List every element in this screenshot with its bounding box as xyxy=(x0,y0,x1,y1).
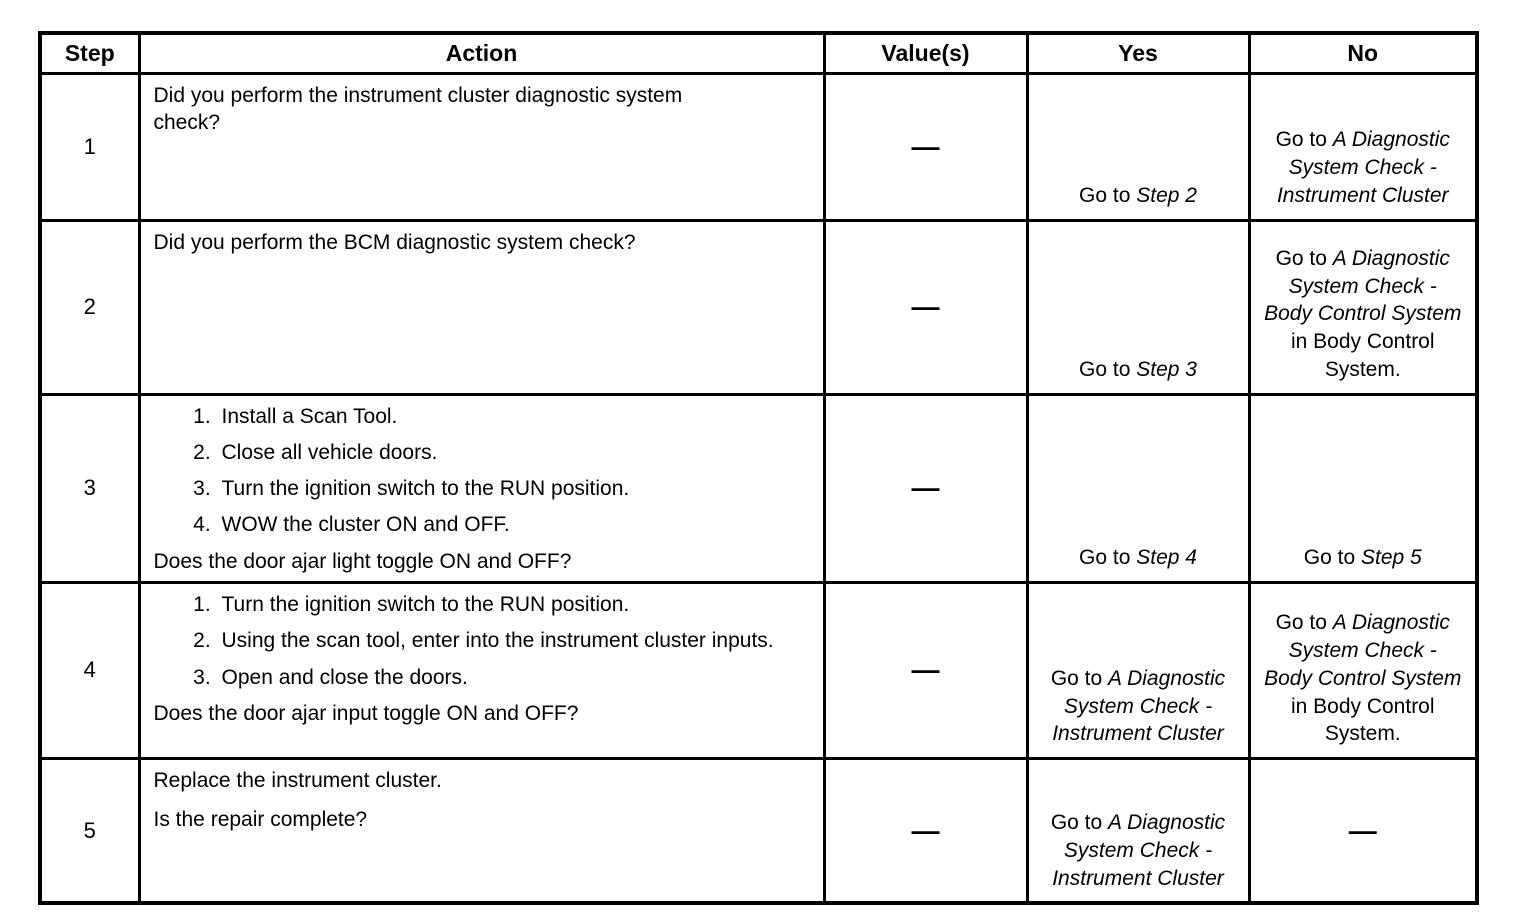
value-cell: — xyxy=(822,218,1029,396)
action-step-item: Using the scan tool, enter into the inst… xyxy=(217,627,811,654)
goto-text: in Body Control System. xyxy=(1290,694,1435,746)
goto-reference: A Diagnostic System Check - Body Control… xyxy=(1264,611,1462,690)
action-step-item: Turn the ignition switch to the RUN posi… xyxy=(217,591,811,618)
header-row: Step Action Value(s) Yes No xyxy=(38,31,1479,75)
step-cell: 3 xyxy=(38,392,141,584)
action-cell: Did you perform the BCM diagnostic syste… xyxy=(137,218,826,396)
goto-reference: Step 3 xyxy=(1136,357,1197,381)
goto-text: Go to xyxy=(1079,183,1137,207)
table-row: 3 Install a Scan Tool. Close all vehicle… xyxy=(38,392,1479,584)
goto-reference: Step 4 xyxy=(1136,546,1197,570)
no-cell: — xyxy=(1247,756,1479,905)
header-action: Action xyxy=(137,31,826,75)
goto-text: Go to xyxy=(1050,666,1109,690)
header-no: No xyxy=(1247,31,1479,75)
no-cell: Go to A Diagnostic System Check - Body C… xyxy=(1247,218,1479,396)
goto-text: Go to xyxy=(1275,611,1333,635)
action-step-item: WOW the cluster ON and OFF. xyxy=(217,511,811,538)
goto-reference: Step 5 xyxy=(1360,546,1422,570)
action-cell: Replace the instrument cluster. Is the r… xyxy=(137,756,826,905)
yes-cell: Go to A Diagnostic System Check - Instru… xyxy=(1025,580,1251,760)
header-step: Step xyxy=(38,31,141,75)
action-cell: Did you perform the instrument cluster d… xyxy=(137,71,826,222)
no-cell: Go to A Diagnostic System Check - Body C… xyxy=(1247,580,1479,760)
action-question: Does the door ajar input toggle ON and O… xyxy=(153,701,579,725)
action-step-item: Turn the ignition switch to the RUN posi… xyxy=(217,475,811,502)
goto-text: Go to xyxy=(1275,128,1333,152)
value-cell: — xyxy=(822,580,1029,760)
step-cell: 5 xyxy=(38,756,141,905)
yes-cell: Go to Step 2 xyxy=(1025,71,1251,222)
goto-text: Go to xyxy=(1079,357,1137,381)
step-cell: 2 xyxy=(38,218,141,396)
action-steps-list: Install a Scan Tool. Close all vehicle d… xyxy=(154,403,811,539)
action-cell: Turn the ignition switch to the RUN posi… xyxy=(137,580,826,760)
goto-text: Go to xyxy=(1275,246,1333,270)
goto-reference: A Diagnostic System Check - Instrument C… xyxy=(1276,128,1450,207)
step-cell: 4 xyxy=(38,580,141,760)
no-cell: Go to A Diagnostic System Check - Instru… xyxy=(1247,71,1479,222)
value-cell: — xyxy=(822,756,1029,905)
table-row: 2 Did you perform the BCM diagnostic sys… xyxy=(38,218,1479,396)
goto-text: Go to xyxy=(1303,546,1361,570)
action-text: Did you perform the instrument cluster d… xyxy=(153,83,683,134)
step-cell: 1 xyxy=(38,71,141,222)
goto-text: in Body Control System. xyxy=(1290,330,1435,381)
action-step-item: Open and close the doors. xyxy=(217,664,811,691)
table-row: 1 Did you perform the instrument cluster… xyxy=(38,71,1479,222)
table-row: 5 Replace the instrument cluster. Is the… xyxy=(38,756,1479,905)
goto-text: Go to xyxy=(1079,546,1137,570)
goto-reference: Step 2 xyxy=(1136,183,1197,207)
diagnostic-table: Step Action Value(s) Yes No 1 Did you pe… xyxy=(38,31,1479,906)
goto-reference: A Diagnostic System Check - Instrument C… xyxy=(1052,666,1226,746)
action-step-item: Install a Scan Tool. xyxy=(217,403,811,430)
action-steps-list: Turn the ignition switch to the RUN posi… xyxy=(154,591,811,691)
action-question: Is the repair complete? xyxy=(153,808,368,832)
yes-cell: Go to Step 4 xyxy=(1025,392,1251,584)
action-text: Replace the instrument cluster. xyxy=(153,768,442,792)
goto-reference: A Diagnostic System Check - Instrument C… xyxy=(1052,811,1226,890)
yes-cell: Go to A Diagnostic System Check - Instru… xyxy=(1025,756,1251,905)
table-row: 4 Turn the ignition switch to the RUN po… xyxy=(38,580,1479,760)
goto-text: Go to xyxy=(1050,811,1109,835)
header-values: Value(s) xyxy=(822,31,1029,75)
value-cell: — xyxy=(822,392,1029,584)
action-cell: Install a Scan Tool. Close all vehicle d… xyxy=(137,392,826,584)
header-yes: Yes xyxy=(1025,31,1251,75)
action-step-item: Close all vehicle doors. xyxy=(217,439,811,466)
goto-reference: A Diagnostic System Check - Body Control… xyxy=(1264,246,1462,326)
no-cell: Go to Step 5 xyxy=(1247,392,1479,584)
action-question: Does the door ajar light toggle ON and O… xyxy=(153,549,572,573)
action-text: Did you perform the BCM diagnostic syste… xyxy=(153,230,636,254)
value-cell: — xyxy=(822,71,1029,222)
yes-cell: Go to Step 3 xyxy=(1025,218,1251,396)
